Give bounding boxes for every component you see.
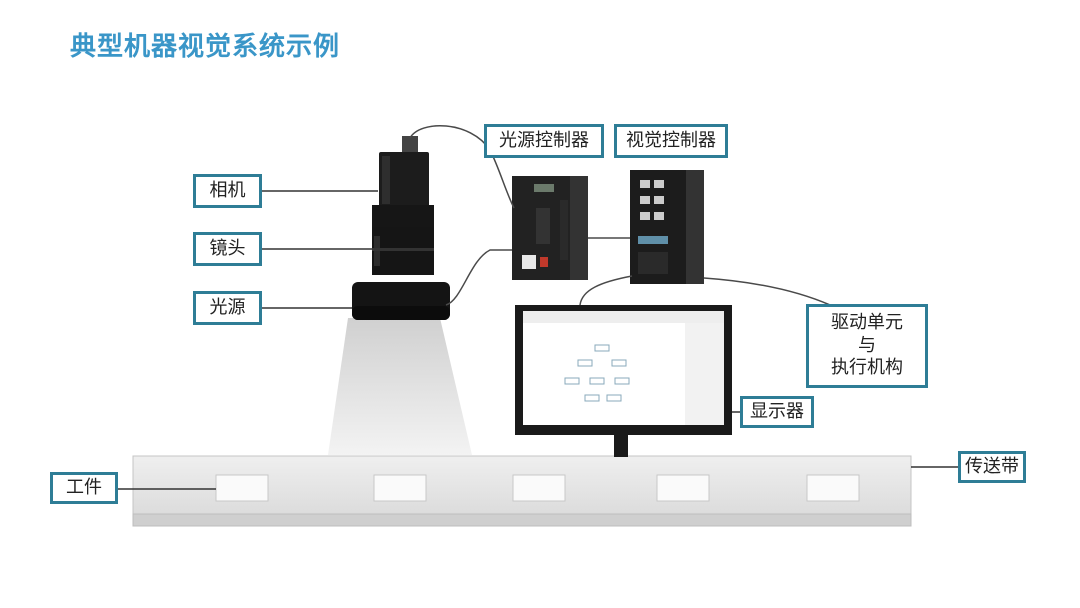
monitor-device: [515, 305, 732, 457]
label-drive-unit: 驱动单元 与 执行机构: [806, 304, 928, 388]
lens: [372, 227, 434, 275]
label-vision-controller: 视觉控制器: [614, 124, 728, 158]
label-display: 显示器: [740, 396, 814, 428]
vision-controller-device: [630, 170, 704, 284]
label-lens: 镜头: [193, 232, 262, 266]
page-title: 典型机器视觉系统示例: [70, 32, 341, 62]
label-drive-unit-line2: 与: [858, 334, 876, 356]
label-light-controller: 光源控制器: [484, 124, 604, 158]
label-light-source: 光源: [193, 291, 262, 325]
workpiece-2: [373, 474, 427, 502]
workpiece-4: [656, 474, 710, 502]
label-conveyor: 传送带: [958, 451, 1026, 483]
workpieces: [215, 474, 860, 502]
label-camera: 相机: [193, 174, 262, 208]
label-workpiece: 工件: [50, 472, 118, 504]
workpiece-1: [215, 474, 269, 502]
workpiece-5: [806, 474, 860, 502]
ring-light: [352, 282, 450, 320]
label-drive-unit-line3: 执行机构: [831, 357, 903, 379]
label-drive-unit-line1: 驱动单元: [831, 312, 903, 334]
leader-lines: [118, 190, 958, 490]
light-beam: [328, 318, 472, 455]
camera: [372, 136, 434, 227]
light-controller-device: [512, 176, 588, 280]
workpiece-3: [512, 474, 566, 502]
